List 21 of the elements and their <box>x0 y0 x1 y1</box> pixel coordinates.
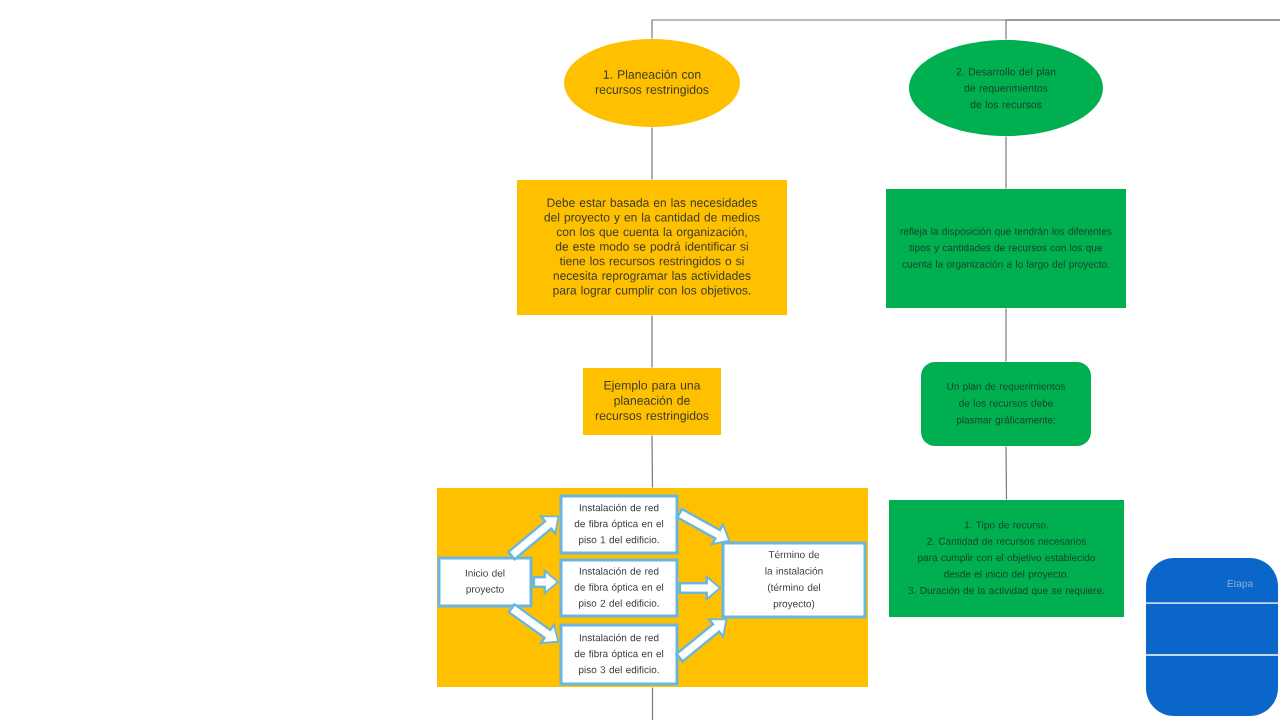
text-box: Ejemplo para una planeación de recursos restringidos <box>583 368 721 435</box>
connector-line <box>651 434 654 489</box>
connector-line <box>1005 445 1008 501</box>
step-box: Instalación de red de fibra óptica en el piso 2 del edificio. <box>559 558 679 618</box>
step-box: Inicio del proyecto <box>437 556 533 608</box>
connector-line <box>1005 307 1007 363</box>
text-box: refleja la disposición que tendrán los diferentes tipos y cantidades de recursos con los que cuenta la organización a lo largo del proyecto. <box>886 189 1126 308</box>
step-box: Término de la instalación (término del proyecto) <box>721 541 867 619</box>
step-box: Instalación de red de fibra óptica en el piso 3 del edificio. <box>559 623 679 686</box>
table-panel: Etapa <box>1144 558 1280 716</box>
text-box: 1. Tipo de recurso. 2. Cantidad de recursos necesarios para cumplir con el objetivo establecido desde el inicio del proyecto. 3. Duración de la actividad que se requiere. <box>889 500 1124 617</box>
connector-line <box>651 314 653 369</box>
block-arrow <box>506 515 560 562</box>
connector-line <box>1005 19 1280 41</box>
connector-line <box>651 686 654 720</box>
text-box: Debe estar basada en las necesidades del proyecto y en la cantidad de medios con los que cuenta la organización, de este modo se podrá identificar si tiene los recursos restringidos o si necesita reprogramar las actividades para lograr cumplir con los objetivos. <box>517 180 787 315</box>
connector-line <box>1005 135 1007 190</box>
block-arrow <box>674 618 728 664</box>
step-box: Instalación de red de fibra óptica en el piso 1 del edificio. <box>559 494 679 555</box>
connector-line <box>651 126 653 181</box>
rounded-box: Un plan de requerimientos de los recursos debe plasmar gráficamente: <box>921 362 1091 446</box>
